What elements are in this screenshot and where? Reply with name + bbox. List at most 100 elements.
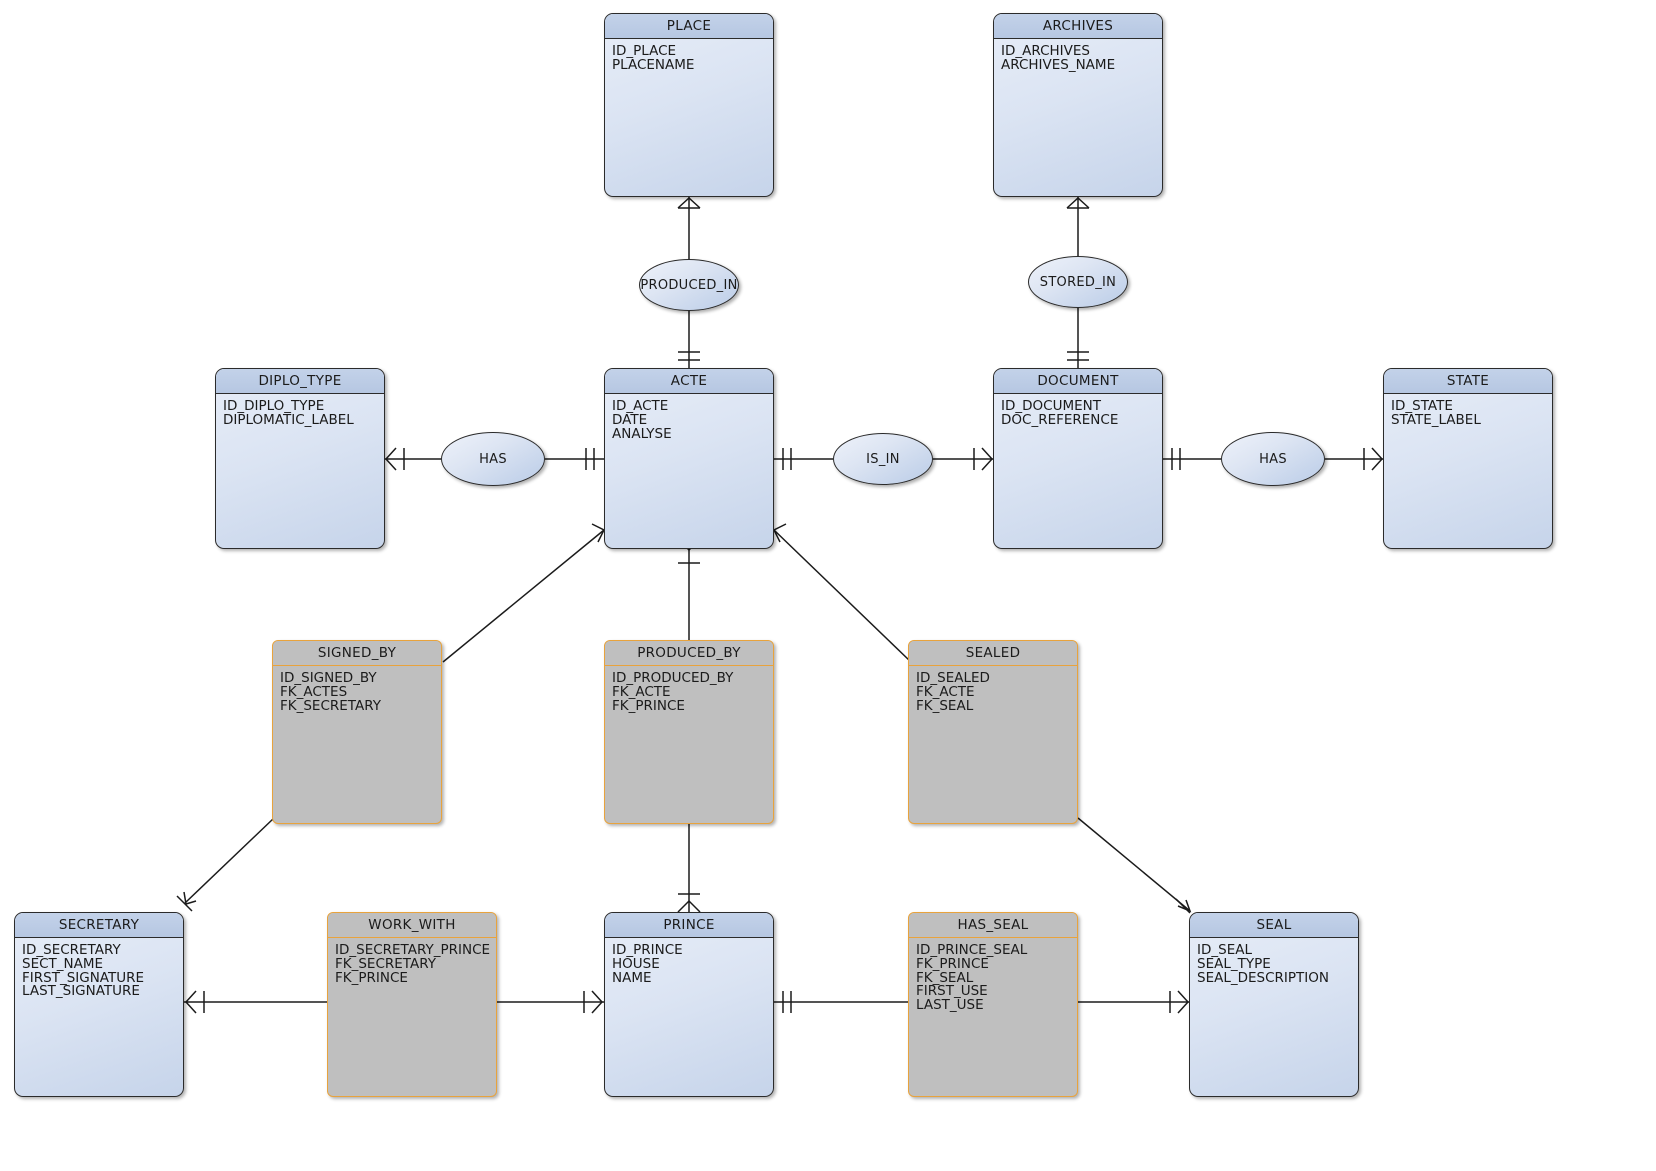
attribute: FK_PRINCE [335, 969, 408, 986]
entity-title-acte: ACTE [605, 369, 773, 394]
attribute: ID_SEALED [916, 670, 990, 686]
crowfoot-state [1371, 447, 1384, 471]
edge-acte-sealed [773, 529, 912, 663]
entity-title-work_with: WORK_WITH [328, 913, 496, 938]
attribute: LAST_SIGNATURE [22, 983, 140, 1000]
entity-title-diplo_type: DIPLO_TYPE [216, 369, 384, 394]
attribute: FK_PRINCE [612, 697, 685, 714]
attribute: ID_PRINCE_SEAL [916, 942, 1028, 958]
crowfoot-diplo [384, 447, 397, 471]
relationship-label: PRODUCED_IN [640, 277, 738, 293]
attribute: FK_SECRETARY [280, 697, 381, 714]
crowfoot-secretary-right [184, 990, 197, 1014]
crowfoot-place [677, 196, 701, 209]
attribute: FIRST_SIGNATURE [22, 969, 145, 986]
attribute: NAME [612, 969, 652, 986]
relationship-has_state[interactable]: HAS [1221, 432, 1325, 486]
attribute: ID_SIGNED_BY [280, 670, 377, 686]
relationship-label: HAS [1259, 451, 1287, 467]
attribute: ID_PRINCE [612, 942, 683, 958]
relationship-is_in[interactable]: IS_IN [833, 433, 933, 485]
crowfoot-seal-top [1177, 899, 1192, 913]
attribute: ANALYSE [612, 425, 672, 442]
attribute: ID_STATE [1391, 398, 1453, 414]
edge-sealed-seal [1077, 817, 1191, 912]
attribute: ID_SECRETARY_PRINCE [335, 942, 491, 958]
attribute: SEAL_DESCRIPTION [1197, 969, 1329, 986]
attribute: ID_PRODUCED_BY [612, 670, 734, 686]
entity-title-sealed: SEALED [909, 641, 1077, 666]
crowfoot-prince-left [591, 990, 604, 1014]
crowfoot-acte-sealed [772, 523, 787, 543]
entity-title-state: STATE [1384, 369, 1552, 394]
attribute: FK_ACTES [280, 683, 348, 700]
attribute: FIRST_USE [916, 983, 988, 1000]
attribute: LAST_USE [916, 997, 984, 1014]
entity-title-place: PLACE [605, 14, 773, 39]
attribute: SEAL_TYPE [1197, 955, 1271, 972]
attribute: ID_PLACE [612, 43, 677, 59]
attribute: FK_SEAL [916, 697, 974, 714]
relationship-has_diplo[interactable]: HAS [441, 432, 545, 486]
attribute: ID_SEAL [1197, 942, 1252, 958]
attribute: HOUSE [612, 955, 660, 972]
crowfoot-archives [1066, 196, 1090, 209]
attribute: ID_SECRETARY [22, 942, 121, 958]
attribute: PLACENAME [612, 56, 695, 73]
entity-title-archives: ARCHIVES [994, 14, 1162, 39]
relationship-label: HAS [479, 451, 507, 467]
bar-secretary-top [176, 895, 193, 912]
crowfoot-document-left [981, 447, 994, 471]
crowfoot-prince-top [677, 899, 701, 913]
relationship-stored_in[interactable]: STORED_IN [1028, 256, 1128, 308]
attribute: FK_SEAL [916, 969, 974, 986]
attribute: ID_DIPLO_TYPE [223, 398, 325, 414]
attribute: SECT_NAME [22, 955, 104, 972]
entity-title-has_seal: HAS_SEAL [909, 913, 1077, 938]
edge-acte-signed-by [442, 529, 605, 663]
attribute: ID_ARCHIVES [1001, 43, 1090, 59]
attribute: FK_ACTE [916, 683, 975, 700]
entity-title-secretary: SECRETARY [15, 913, 183, 938]
attribute: STATE_LABEL [1391, 411, 1481, 428]
entity-title-document: DOCUMENT [994, 369, 1162, 394]
entity-title-signed_by: SIGNED_BY [273, 641, 441, 666]
attribute: FK_ACTE [612, 683, 671, 700]
relationship-label: IS_IN [866, 451, 900, 467]
attribute: FK_SECRETARY [335, 955, 436, 972]
attribute: DATE [612, 411, 648, 428]
entity-title-produced_by: PRODUCED_BY [605, 641, 773, 666]
attribute: ID_DOCUMENT [1001, 398, 1101, 414]
attribute: DOC_REFERENCE [1001, 411, 1119, 428]
relationship-produced_in[interactable]: PRODUCED_IN [639, 259, 739, 311]
bar-seal-top [1175, 898, 1191, 914]
entity-title-prince: PRINCE [605, 913, 773, 938]
